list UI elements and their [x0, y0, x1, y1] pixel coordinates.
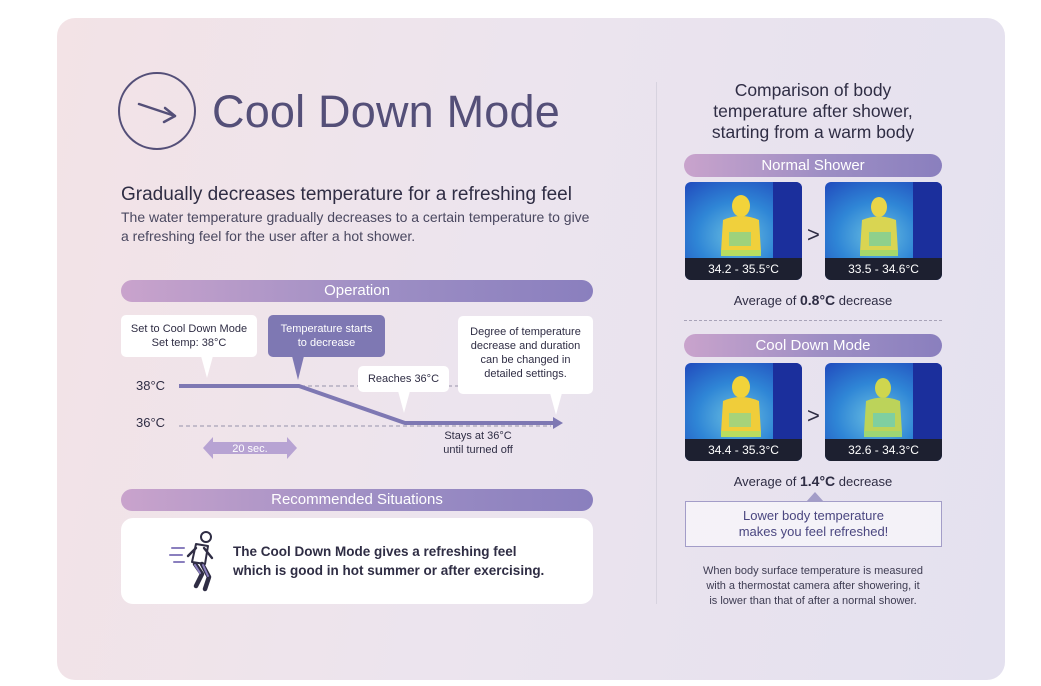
normal-average-value: 0.8°C: [800, 292, 836, 308]
cool-average-prefix: Average of: [733, 474, 800, 489]
measurement-note: When body surface temperature is measure…: [702, 565, 924, 607]
thermal-figure-icon: [864, 363, 942, 439]
compare-symbol-normal: >: [807, 222, 820, 247]
callout-decrease-pointer: [292, 356, 304, 380]
thermal-image-cool-after: 32.6 - 34.3°C: [825, 363, 942, 461]
page-description: The water temperature gradually decrease…: [121, 209, 590, 244]
compare-symbol-cool: >: [807, 403, 820, 428]
cool-before-range: 34.4 - 35.3°C: [685, 439, 802, 461]
page-title: Cool Down Mode: [212, 86, 560, 137]
thermal-figure-icon: [721, 182, 802, 258]
result-pointer: [806, 492, 824, 502]
tick-36: 36°C: [136, 415, 166, 430]
normal-after-range: 33.5 - 34.6°C: [825, 258, 942, 280]
callout-settings-pointer: [550, 393, 562, 415]
normal-shower-header: Normal Shower: [684, 154, 942, 177]
thermal-image-normal-after: 33.5 - 34.6°C: [825, 182, 942, 280]
thermal-figure-icon: [860, 182, 942, 258]
cool-down-label: Cool Down Mode: [755, 337, 871, 354]
operation-header: Operation: [121, 280, 593, 302]
cool-after-range: 32.6 - 34.3°C: [825, 439, 942, 461]
duration-label: 20 sec.: [232, 443, 268, 455]
cool-average: Average of 1.4°C decrease: [684, 473, 942, 489]
thermal-figure-icon: [721, 363, 802, 439]
cool-down-header: Cool Down Mode: [684, 334, 942, 357]
recommended-header-label: Recommended Situations: [271, 491, 443, 508]
stays-label: Stays at 36°C until turned off: [443, 430, 513, 456]
normal-average-suffix: decrease: [835, 293, 893, 308]
duration-arrow: [203, 437, 297, 459]
tick-38: 38°C: [136, 378, 166, 393]
callout-settings: Degree of temperature decrease and durat…: [458, 316, 593, 394]
normal-shower-label: Normal Shower: [761, 157, 865, 174]
page-subtitle: Gradually decreases temperature for a re…: [121, 184, 572, 205]
cool-average-suffix: decrease: [835, 474, 893, 489]
operation-header-label: Operation: [324, 282, 390, 299]
normal-before-range: 34.2 - 35.5°C: [685, 258, 802, 280]
section-divider-dashed: [684, 320, 942, 321]
recommended-text: The Cool Down Mode gives a refreshing fe…: [233, 544, 545, 578]
normal-average: Average of 0.8°C decrease: [684, 292, 942, 308]
callout-set-temp: Set to Cool Down Mode Set temp: 38°C: [121, 315, 257, 357]
thermal-image-normal-before: 34.2 - 35.5°C: [685, 182, 802, 280]
vertical-divider: [656, 82, 657, 604]
callout-set-pointer: [201, 356, 213, 378]
callout-reaches: Reaches 36°C: [358, 366, 449, 392]
temperature-line: [179, 384, 553, 425]
callout-reaches-pointer: [398, 391, 410, 413]
thermal-image-cool-before: 34.4 - 35.3°C: [685, 363, 802, 461]
cool-average-value: 1.4°C: [800, 473, 836, 489]
runner-icon: [168, 530, 218, 599]
normal-average-prefix: Average of: [733, 293, 800, 308]
arrow-clock-icon: [118, 72, 196, 150]
result-box: Lower body temperature makes you feel re…: [685, 501, 942, 547]
comparison-title: Comparison of body temperature after sho…: [711, 80, 915, 142]
callout-temp-decrease: Temperature starts to decrease: [268, 315, 385, 357]
temperature-line-arrowhead: [553, 417, 563, 429]
recommended-header: Recommended Situations: [121, 489, 593, 511]
